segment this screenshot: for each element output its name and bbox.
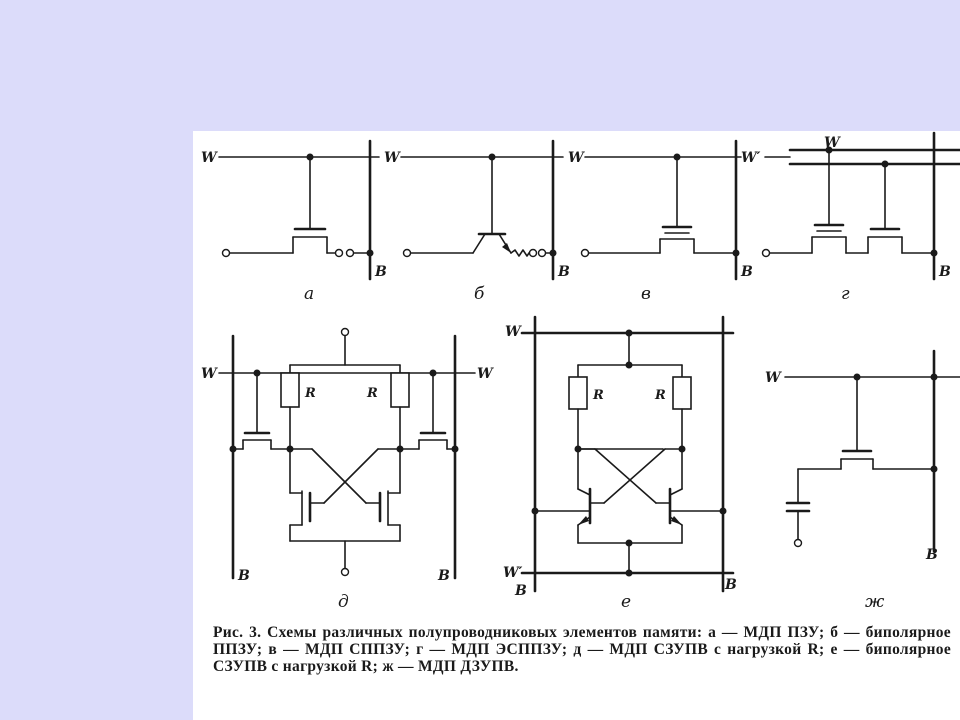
schematic-b: W B б — [369, 139, 570, 304]
word-line-label-zh: W — [765, 370, 782, 386]
figure-caption: Рис. 3. Схемы различных полупроводниковы… — [213, 624, 951, 675]
bit-line-label-a: B — [374, 264, 387, 280]
figure-number: Рис. 3. — [213, 624, 262, 641]
subfigure-label-v: в — [641, 284, 651, 304]
subfigure-label-g: г — [841, 284, 850, 304]
bit-line-label-v: B — [740, 264, 753, 280]
bit-line-label-e-right: B — [724, 577, 737, 593]
subfigure-label-d: д — [338, 592, 349, 612]
bit-line-label-d-left: B — [237, 568, 250, 584]
resistor-label-d-left: R — [304, 386, 316, 401]
word-line-label-d-left: W — [201, 366, 218, 382]
word-line-label-b: W — [384, 150, 401, 166]
bit-line-label-d-right: B — [437, 568, 450, 584]
word-line-label-e: W — [505, 324, 522, 340]
resistor-label-e-left: R — [592, 388, 604, 403]
schematics: W B а W B б W — [201, 131, 960, 612]
word-line-label-v-prime: W′ — [741, 150, 761, 166]
resistor-label-d-right: R — [366, 386, 378, 401]
bit-line-label-e-left: B — [514, 583, 527, 599]
schematic-g: W B г — [761, 131, 960, 304]
subfigure-label-b: б — [474, 284, 485, 304]
bit-line-label-g: B — [938, 264, 951, 280]
word-line-label-v: W — [568, 150, 585, 166]
bit-line-label-b: B — [557, 264, 570, 280]
schematic-a: W B а — [201, 139, 387, 304]
subfigure-label-e: е — [621, 592, 631, 612]
schematic-d: W W R R — [201, 327, 494, 612]
subfigure-label-a: а — [304, 284, 314, 304]
bit-line-label-zh: B — [925, 547, 938, 563]
word-line-prime-label-e: W′ — [503, 565, 523, 581]
caption-text: Схемы различных полупроводниковых элемен… — [213, 624, 951, 675]
memory-cell-figure: W B а W B б W — [193, 131, 960, 720]
schematic-e: W R R — [503, 315, 737, 612]
word-line-label-a: W — [201, 150, 218, 166]
schematic-v: W W′ B в — [552, 139, 761, 304]
resistor-label-e-right: R — [654, 388, 666, 403]
subfigure-label-zh: ж — [865, 592, 885, 612]
word-line-label-d-right: W — [477, 366, 494, 382]
schematic-zh: W B ж — [765, 349, 960, 612]
